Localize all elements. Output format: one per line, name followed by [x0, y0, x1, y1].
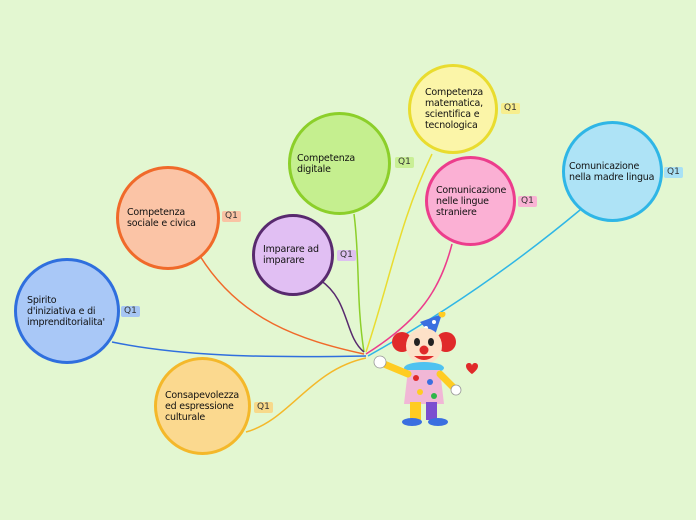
- node-tag[interactable]: Q1: [518, 196, 537, 207]
- node-comunicazione-madre[interactable]: Comunicazione nella madre lingua: [562, 121, 663, 222]
- node-label: Imparare ad imparare: [263, 244, 319, 266]
- node-label: Comunicazione nella madre lingua: [569, 160, 655, 183]
- link-digitale: [353, 213, 365, 353]
- node-tag[interactable]: Q1: [501, 103, 520, 114]
- node-competenza-sociale[interactable]: Competenza sociale e civica: [116, 166, 220, 270]
- node-comunicazione-lingue[interactable]: Comunicazione nelle lingue straniere: [425, 156, 516, 246]
- node-tag[interactable]: Q1: [121, 306, 140, 317]
- node-label: Competenza sociale e civica: [127, 207, 196, 229]
- link-imparare: [319, 279, 365, 353]
- node-tag[interactable]: Q1: [254, 402, 273, 413]
- node-consapevolezza[interactable]: Consapevolezza ed espressione culturale: [154, 357, 251, 455]
- node-competenza-matematica[interactable]: Competenza matematica, scientifica e tec…: [408, 64, 498, 154]
- node-label: Comunicazione nelle lingue straniere: [436, 184, 507, 218]
- node-label: Competenza digitale: [297, 152, 355, 175]
- link-culturale: [245, 357, 367, 433]
- node-tag[interactable]: Q1: [664, 167, 683, 178]
- node-spirito-iniziativa[interactable]: Spirito d'iniziativa e di imprenditorial…: [14, 258, 120, 364]
- node-competenza-digitale[interactable]: Competenza digitale: [288, 112, 391, 215]
- node-imparare[interactable]: Imparare ad imparare: [252, 214, 334, 296]
- node-label: Competenza matematica, scientifica e tec…: [425, 87, 483, 131]
- clown-image: [373, 312, 478, 426]
- link-spirito: [111, 341, 367, 358]
- node-tag[interactable]: Q1: [395, 157, 414, 168]
- node-label: Spirito d'iniziativa e di imprenditorial…: [27, 294, 105, 328]
- node-label: Consapevolezza ed espressione culturale: [165, 389, 240, 423]
- node-tag[interactable]: Q1: [337, 250, 356, 261]
- node-tag[interactable]: Q1: [222, 211, 241, 222]
